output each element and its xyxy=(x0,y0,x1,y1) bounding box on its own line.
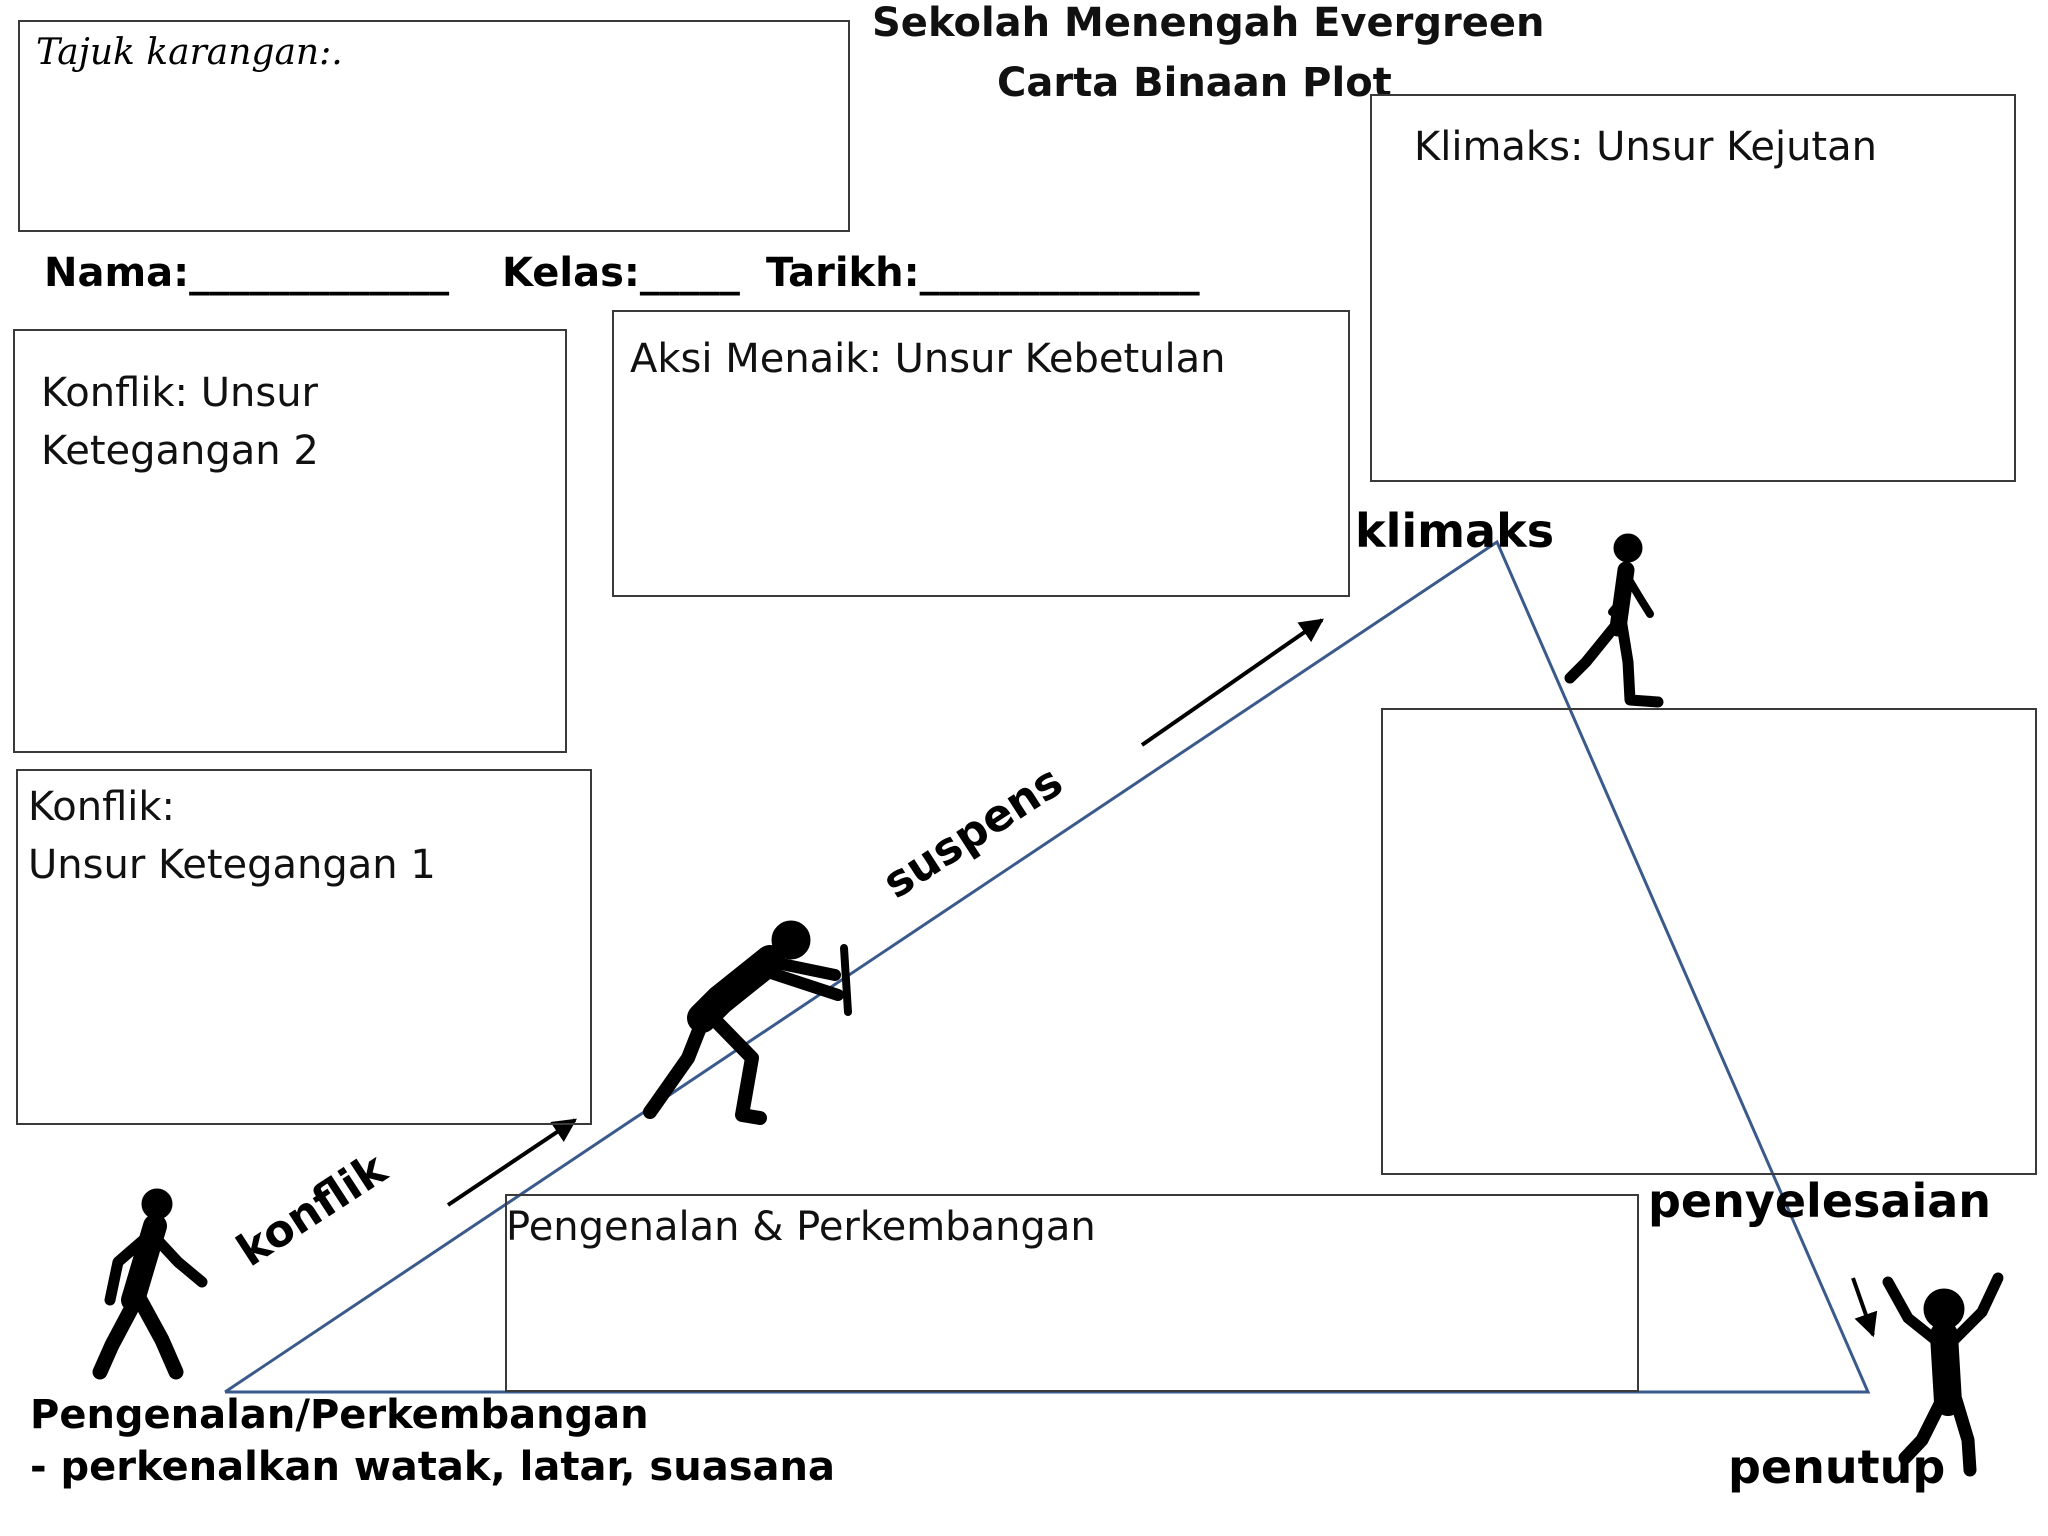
conflict-2-label-line1: Konflik: Unsur xyxy=(41,370,318,416)
running-figure-icon xyxy=(1564,533,1664,708)
suspense-arrow xyxy=(1140,618,1324,747)
climax-stage-label: klimaks xyxy=(1355,504,1555,558)
conflict-2-label-line2: Ketegangan 2 xyxy=(41,428,319,474)
walking-figure-icon xyxy=(92,1188,208,1380)
intro-stage-title: Pengenalan/Perkembangan xyxy=(30,1392,649,1438)
celebrating-figure-icon xyxy=(1882,1272,2004,1477)
school-name: Sekolah Menengah Evergreen xyxy=(872,0,1545,46)
plot-line xyxy=(224,539,1871,1394)
conflict-arrow xyxy=(446,1118,577,1207)
rising-action-box[interactable] xyxy=(612,310,1350,597)
resolution-box[interactable] xyxy=(1381,708,2037,1175)
conflict-2-box[interactable] xyxy=(13,329,567,753)
conflict-1-label-line2: Unsur Ketegangan 1 xyxy=(28,842,436,888)
conflict-1-box-label: Konflik: Unsur Ketegangan 1 xyxy=(28,778,436,894)
essay-title-box[interactable] xyxy=(18,20,850,232)
resolution-arrow xyxy=(1851,1277,1878,1338)
chart-title: Carta Binaan Plot xyxy=(997,60,1392,106)
rising-action-box-label: Aksi Menaik: Unsur Kebetulan xyxy=(630,336,1226,382)
intro-development-box-label: Pengenalan & Perkembangan xyxy=(506,1204,1096,1250)
class-field[interactable]: Kelas:_____ xyxy=(502,250,740,296)
name-field[interactable]: Nama:_____________ xyxy=(44,250,450,296)
climax-box[interactable] xyxy=(1370,94,2016,482)
date-field[interactable]: Tarikh:______________ xyxy=(766,250,1200,296)
conflict-1-label-line1: Konflik: xyxy=(28,784,176,830)
resolution-stage-label: penyelesaian xyxy=(1648,1174,1992,1228)
intro-development-box[interactable] xyxy=(505,1194,1639,1392)
pushing-figure-icon xyxy=(643,920,852,1125)
intro-stage-description: - perkenalkan watak, latar, suasana xyxy=(30,1444,835,1490)
conflict-1-box[interactable] xyxy=(16,769,592,1125)
climax-box-label: Klimaks: Unsur Kejutan xyxy=(1414,124,1877,170)
conflict-2-box-label: Konflik: Unsur Ketegangan 2 xyxy=(41,364,319,480)
essay-title-label: Tajuk karangan:. xyxy=(36,32,343,73)
ending-stage-label: penutup xyxy=(1728,1440,1946,1494)
